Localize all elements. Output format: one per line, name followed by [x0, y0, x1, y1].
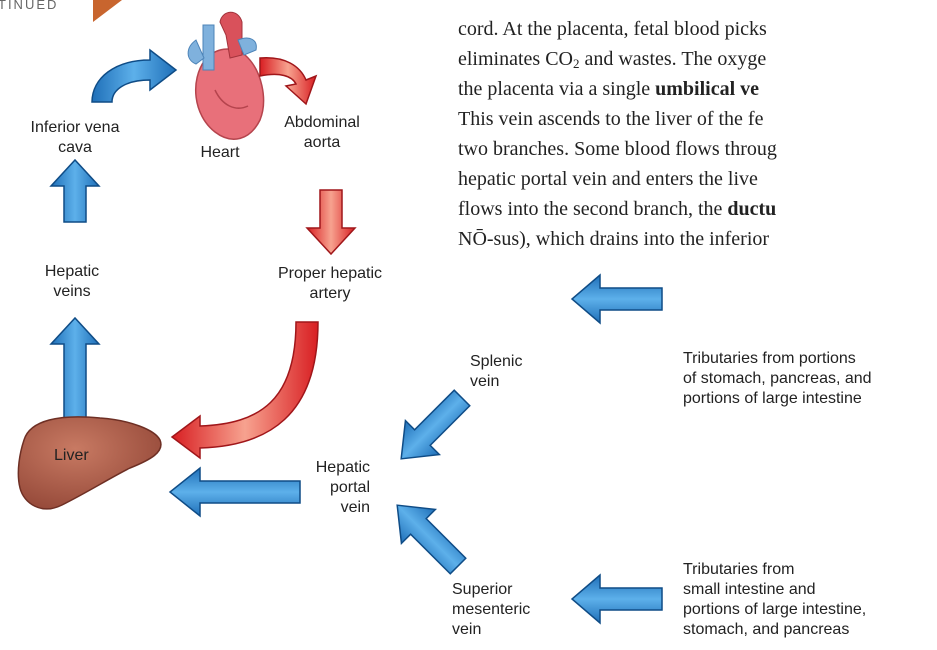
- heart-to-aorta-arrow: [260, 58, 316, 104]
- label-inferior-vena-cava: Inferior vena cava: [6, 118, 144, 158]
- label-heart: Heart: [190, 143, 250, 163]
- label-splenic-vein: Splenic vein: [470, 352, 550, 392]
- ivc-to-heart-arrow: [92, 50, 176, 102]
- text-line: This vein ascends to the liver of the fe: [458, 104, 937, 134]
- label-abdominal-aorta: Abdominal aorta: [262, 113, 382, 153]
- text-line: eliminates CO2 and wastes. The oxyge: [458, 44, 937, 74]
- text-line: the placenta via a single umbilical ve: [458, 74, 937, 104]
- heart-icon: [188, 12, 263, 139]
- label-tributaries-top: Tributaries from portions of stomach, pa…: [683, 349, 935, 409]
- mesenteric-to-portal-arrow: [380, 488, 475, 583]
- hepatic-veins-to-ivc-arrow: [51, 160, 99, 222]
- label-liver: Liver: [54, 446, 114, 466]
- liver-to-hepatic-veins-arrow: [51, 318, 99, 426]
- label-hepatic-portal-vein: Hepatic portal vein: [270, 458, 370, 518]
- label-hepatic-veins: Hepatic veins: [22, 262, 122, 302]
- label-superior-mesenteric-vein: Superior mesenteric vein: [452, 580, 562, 640]
- text-line: NŌ-sus), which drains into the inferior: [458, 224, 937, 254]
- tributaries-to-mesenteric-arrow: [572, 575, 662, 623]
- splenic-to-portal-arrow: [384, 381, 479, 476]
- textbook-paragraph: cord. At the placenta, fetal blood picks…: [458, 0, 937, 254]
- aorta-to-hepatic-artery-arrow: [307, 190, 355, 254]
- text-line: two branches. Some blood flows throug: [458, 134, 937, 164]
- text-line: cord. At the placenta, fetal blood picks: [458, 14, 937, 44]
- tributaries-to-splenic-arrow: [572, 275, 662, 323]
- text-line: flows into the second branch, the ductu: [458, 194, 937, 224]
- label-proper-hepatic-artery: Proper hepatic artery: [240, 264, 420, 304]
- corner-accent: [93, 0, 122, 22]
- continued-header: TINUED: [0, 0, 58, 12]
- hepatic-artery-to-liver-arrow: [172, 322, 318, 458]
- label-tributaries-bottom: Tributaries from small intestine and por…: [683, 560, 935, 640]
- text-line: hepatic portal vein and enters the live: [458, 164, 937, 194]
